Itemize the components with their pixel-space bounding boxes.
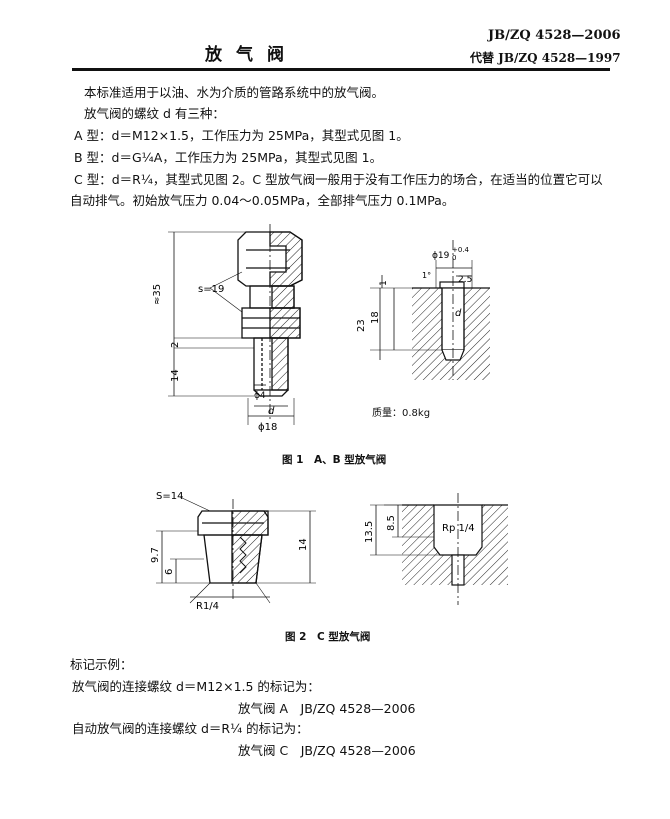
dim-9-7: 9.7 <box>150 547 161 563</box>
dim-bore-rp14: Rp 1/4 <box>442 523 475 534</box>
dim-phi19: ϕ19 <box>432 251 450 261</box>
paragraph-scope: 本标准适用于以油、水为介质的管路系统中的放气阀。 <box>84 85 385 100</box>
page-title: 放气阀 <box>205 45 298 65</box>
dim-bore-d: d <box>455 308 462 319</box>
valve-c-elevation <box>156 496 316 604</box>
dim-18: 18 <box>370 311 381 324</box>
dim-tol-plus: +0.4 <box>452 246 470 254</box>
dim-6: 6 <box>164 569 175 575</box>
dim-overall: ≈35 <box>152 284 163 305</box>
dim-hex-s14: S=14 <box>156 491 183 502</box>
dim-1: 1 <box>379 280 389 286</box>
dim-phi4: ϕ4 <box>254 391 266 401</box>
standard-number: JB/ZQ 4528—2006 <box>488 28 621 43</box>
marking-example-2-mark: 放气阀 C JB/ZQ 4528—2006 <box>238 743 416 758</box>
header-rule <box>72 68 610 70</box>
dim-23: 23 <box>356 319 367 332</box>
dim-14: 14 <box>298 538 309 551</box>
valve-ab-elevation <box>168 224 303 425</box>
figure1-caption: 图 1 A、B 型放气阀 <box>282 454 387 466</box>
figure2-drawing: S=14 9.7 6 14 R1/4 13.5 8.5 Rp 1/4 <box>150 491 508 612</box>
dim-d: d <box>268 406 275 417</box>
dim-angle: 1° <box>422 271 431 280</box>
c-bore-section <box>370 493 508 605</box>
marking-example-2: 自动放气阀的连接螺纹 d＝R¼ 的标记为： <box>72 721 309 736</box>
dim-8-5: 8.5 <box>386 515 397 531</box>
dim-2-5: 2.5 <box>458 275 472 285</box>
paragraph-type-a: A 型：d＝M12×1.5，工作压力为 25MPa，其型式见图 1。 <box>74 128 409 143</box>
dim-tol-zero: 0 <box>452 254 456 262</box>
paragraph-type-c: C 型：d＝R¼，其型式见图 2。C 型放气阀一般用于没有工作压力的场合，在适当… <box>70 172 603 208</box>
dim-phi18: ϕ18 <box>258 422 277 433</box>
dim-thread-r14: R1/4 <box>196 601 219 612</box>
figure1-drawing: ≈35 s=19 2 14 ϕ4 d ϕ18 ϕ19 +0.4 0 1 23 1… <box>152 224 490 433</box>
dim-14: 14 <box>170 369 181 382</box>
replaces-standard: 代替 JB/ZQ 4528—1997 <box>470 51 621 65</box>
mounting-bore-section <box>370 240 490 380</box>
dim-hex-s19: s=19 <box>198 284 224 295</box>
header-rule-thin <box>72 70 610 71</box>
marking-example-1-mark: 放气阀 A JB/ZQ 4528—2006 <box>238 701 416 716</box>
paragraph-thread-types: 放气阀的螺纹 d 有三种： <box>84 106 225 121</box>
marking-example-1: 放气阀的连接螺纹 d＝M12×1.5 的标记为： <box>72 679 320 694</box>
dim-2: 2 <box>170 342 181 348</box>
marking-heading: 标记示例： <box>70 657 133 672</box>
paragraph-type-b: B 型：d＝G¼A，工作压力为 25MPa，其型式见图 1。 <box>74 150 383 165</box>
dim-13-5: 13.5 <box>364 521 375 543</box>
figure2-caption: 图 2 C 型放气阀 <box>285 631 371 643</box>
figure1-mass: 质量：0.8kg <box>372 408 431 419</box>
